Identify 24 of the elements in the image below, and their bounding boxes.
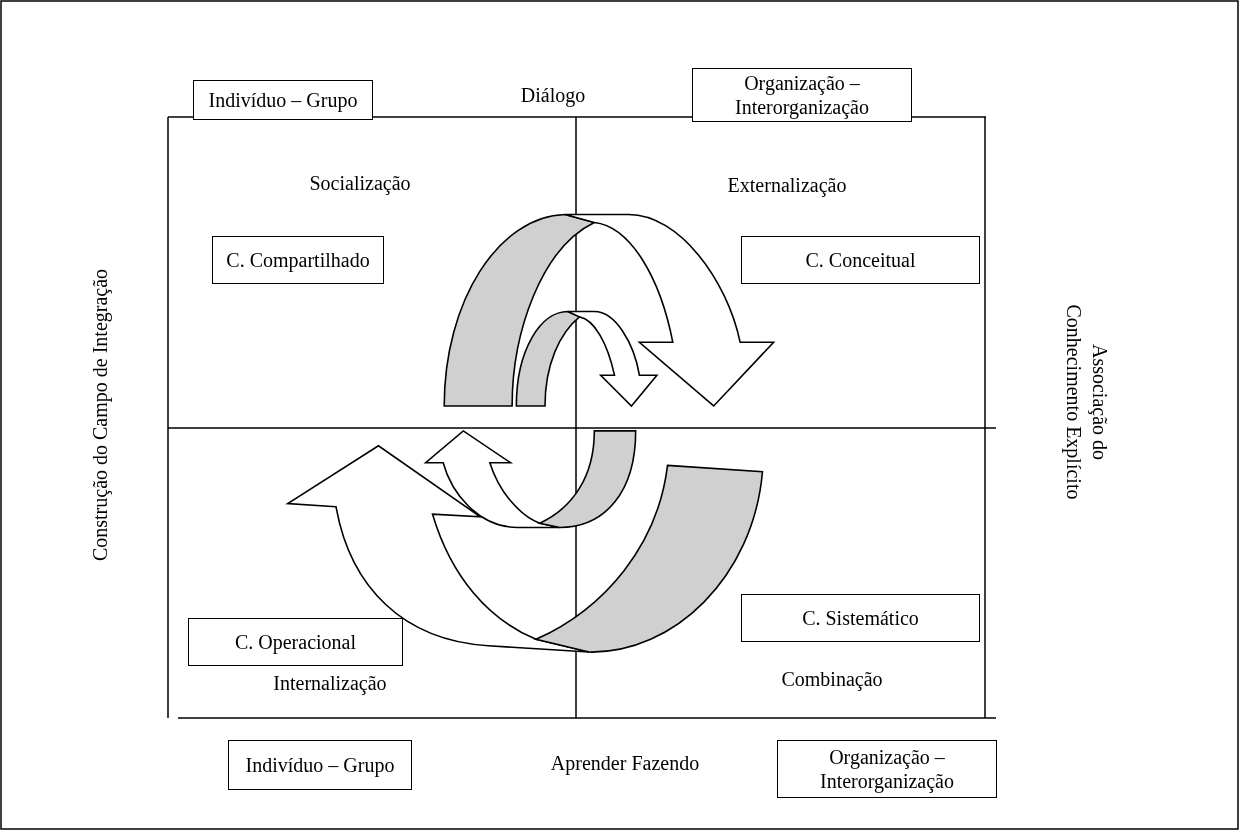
axis-caption: Construção do Campo de Integração bbox=[88, 267, 113, 564]
node-label: Organização – Interorganização bbox=[819, 745, 955, 793]
node-label: Organização – Interorganização bbox=[734, 71, 870, 119]
label-frame bbox=[228, 740, 412, 790]
label-frame bbox=[741, 236, 980, 284]
node-label: Indivíduo – Grupo bbox=[208, 88, 358, 112]
label-frame bbox=[692, 68, 912, 122]
text-label: Diálogo bbox=[519, 83, 587, 108]
node-label: C. Conceitual bbox=[805, 248, 916, 272]
node-label: Indivíduo – Grupo bbox=[245, 753, 395, 777]
node-label: C. Compartilhado bbox=[226, 248, 370, 272]
label-frame bbox=[188, 618, 403, 666]
axis-caption: Associação do Conhecimento Explícito bbox=[1061, 303, 1112, 502]
text-label: Externalização bbox=[726, 173, 848, 198]
label-frame bbox=[777, 740, 997, 798]
label-frame bbox=[193, 80, 373, 120]
node-label: C. Sistemático bbox=[802, 606, 919, 630]
node-label: C. Operacional bbox=[234, 630, 357, 654]
text-label: Aprender Fazendo bbox=[549, 751, 701, 776]
text-label: Combinação bbox=[780, 667, 884, 692]
label-frame bbox=[741, 594, 980, 642]
text-label: Socialização bbox=[308, 171, 412, 196]
label-frame bbox=[212, 236, 384, 284]
text-label: Internalização bbox=[272, 671, 388, 696]
